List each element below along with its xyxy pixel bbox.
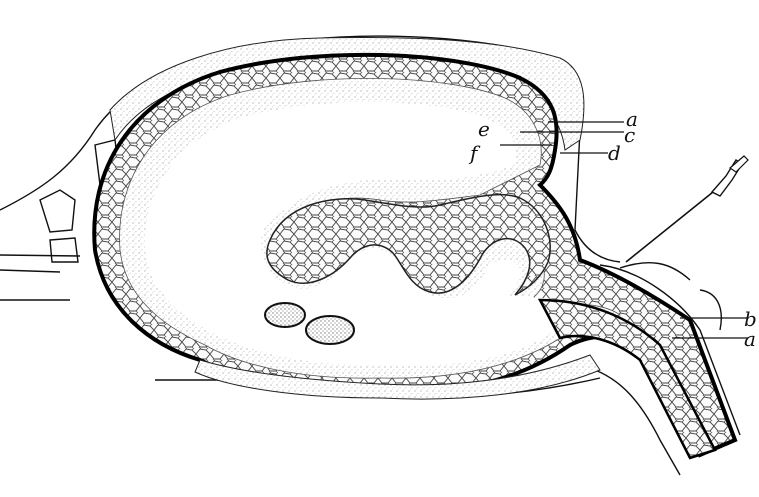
- label-e: e: [478, 117, 490, 141]
- label-c: c: [624, 123, 635, 147]
- label-d: d: [608, 141, 621, 165]
- label-a-bottom: a: [744, 327, 756, 351]
